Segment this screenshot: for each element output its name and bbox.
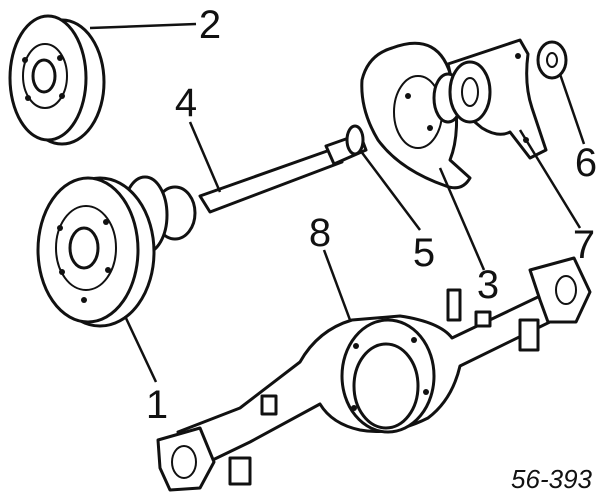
nut: [536, 40, 568, 80]
upper-brake-drum: [8, 14, 106, 146]
callout-3: 3: [477, 263, 499, 307]
leader-line-3: [438, 167, 486, 271]
lower-brake-drum: [36, 176, 156, 328]
leader-line-2: [89, 22, 197, 30]
callout-8: 8: [309, 211, 331, 255]
callout-4: 4: [175, 81, 197, 125]
leader-line-8: [322, 249, 352, 321]
callout-6: 6: [575, 141, 597, 185]
callout-7: 7: [573, 223, 595, 267]
callout-2: 2: [199, 3, 221, 47]
leader-line-6: [558, 73, 586, 145]
leader-line-4: [188, 121, 222, 193]
callout-1: 1: [146, 383, 168, 427]
bearing-housing-bracket: [432, 38, 548, 160]
leader-line-5: [359, 149, 421, 231]
reference-code: 56-393: [511, 464, 592, 494]
leader-line-1: [123, 315, 158, 383]
axle-housing: [156, 256, 592, 492]
callout-5: 5: [413, 231, 435, 275]
leader-line-7: [518, 129, 582, 229]
